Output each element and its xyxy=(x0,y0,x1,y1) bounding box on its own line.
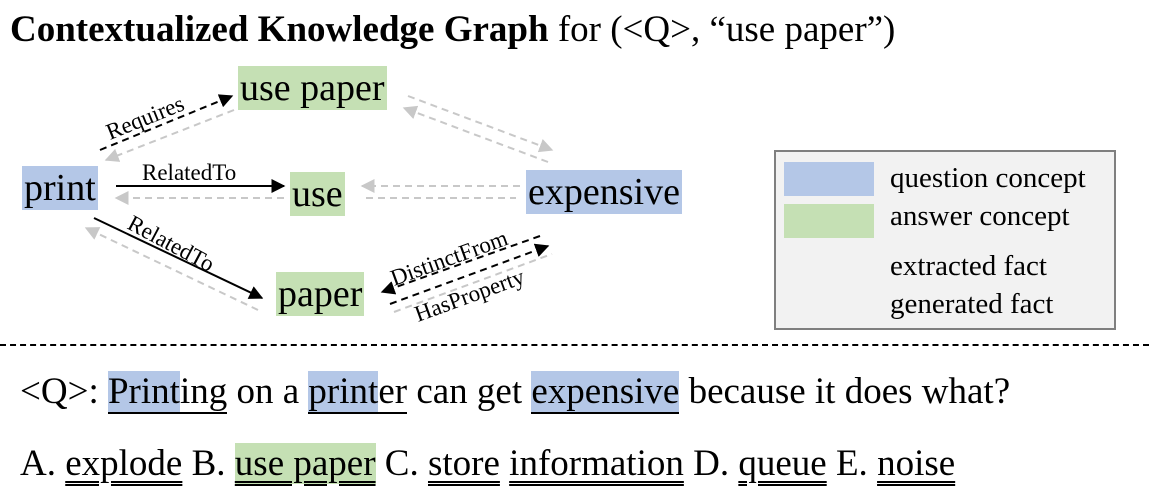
question-word-printer: printer xyxy=(308,371,408,414)
figure-title-bold: Contextualized Knowledge Graph xyxy=(10,9,549,50)
choice-a-label: A. xyxy=(20,443,66,484)
legend-question-swatch xyxy=(784,162,874,196)
question-text: <Q>: Printing on a printer can get expen… xyxy=(20,368,1010,416)
edge-distinct-from xyxy=(380,235,541,295)
choice-c-word-2: information xyxy=(509,443,684,484)
legend-answer-swatch xyxy=(784,204,874,238)
edge-has-property xyxy=(389,243,550,305)
legend-answer-label: answer concept xyxy=(890,200,1070,232)
edge-related-to-paper xyxy=(93,217,264,299)
choice-d-label: D. xyxy=(683,443,739,484)
node-expensive: expensive xyxy=(526,170,682,214)
edge-usepaper-expensive xyxy=(407,95,554,153)
legend-question-label: question concept xyxy=(890,162,1086,194)
question-prefix: <Q>: xyxy=(20,371,108,412)
question-concept-print-2: print xyxy=(308,371,379,412)
edge-label-related-to-use: RelatedTo xyxy=(142,160,236,185)
question-concept-print-1: Print xyxy=(107,371,180,412)
choice-e-label: E. xyxy=(826,443,878,484)
node-use-paper: use paper xyxy=(238,66,387,110)
choice-e: noise xyxy=(877,443,956,484)
answer-choices: A. explode B. use paper C. store informa… xyxy=(20,440,955,488)
edge-label-related-to-paper: RelatedTo xyxy=(124,210,219,276)
edge-label-requires: Requires xyxy=(103,91,188,145)
node-use: use xyxy=(290,172,345,216)
question-word-printing: Printing xyxy=(107,371,228,414)
figure-title-rest: for (<Q>, “use paper”) xyxy=(548,9,896,50)
legend-generated-label: generated fact xyxy=(890,288,1054,320)
section-divider xyxy=(0,344,1149,346)
choice-c-word-1: store xyxy=(427,443,500,484)
question-concept-expensive: expensive xyxy=(531,371,680,414)
node-print: print xyxy=(22,166,98,210)
legend-extracted-label: extracted fact xyxy=(890,250,1047,282)
choice-c-label: C. xyxy=(375,443,428,484)
question-text-2: can get xyxy=(407,371,532,412)
choice-a: explode xyxy=(65,443,183,484)
question-word-printer-suffix: er xyxy=(378,371,408,412)
legend-box: question concept answer concept extracte… xyxy=(774,150,1116,330)
question-text-1: on a xyxy=(227,371,309,412)
question-text-3: because it does what? xyxy=(679,371,1011,412)
edge-requires-reverse xyxy=(104,109,235,162)
edge-has-property-gray xyxy=(393,253,553,313)
edge-expensive-usepaper xyxy=(402,105,549,163)
question-word-printing-suffix: ing xyxy=(179,371,228,412)
figure-title: Contextualized Knowledge Graph for (<Q>,… xyxy=(10,8,895,51)
choice-b-label: B. xyxy=(182,443,235,484)
choice-d: queue xyxy=(738,443,827,484)
node-paper: paper xyxy=(276,272,365,316)
edge-paper-print-reverse xyxy=(84,227,259,311)
choice-b: use paper xyxy=(234,443,376,484)
